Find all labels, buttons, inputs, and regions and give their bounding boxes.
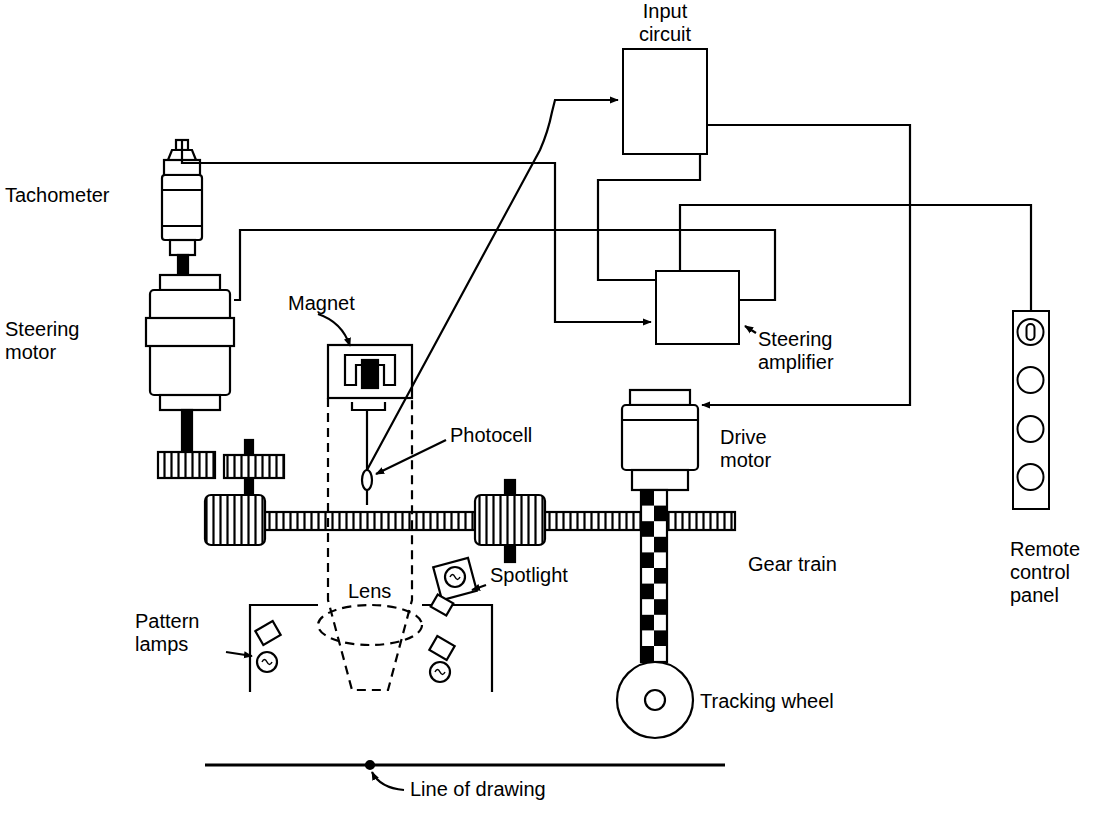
part-label: Line of drawing — [410, 778, 580, 801]
steering-motor-drawing — [224, 455, 284, 478]
steering-motor-drawing — [146, 275, 284, 500]
drive-motor-drawing — [641, 646, 654, 662]
tachometer-drawing — [162, 225, 202, 227]
lamp-drawing — [435, 670, 445, 675]
drive-motor-drawing — [617, 662, 693, 738]
part-label: Lens — [348, 580, 408, 603]
optical-head-drawing — [318, 605, 422, 645]
machine-illustration — [146, 100, 910, 790]
drive-motor-drawing — [641, 490, 667, 662]
signal-wire — [598, 155, 700, 280]
lamp-drawing — [257, 652, 277, 672]
drive-motor-drawing — [641, 490, 667, 662]
drive-motor-drawing — [654, 506, 667, 522]
panel-button — [1027, 324, 1035, 340]
drive-motor-drawing — [632, 470, 688, 490]
panel-buttons — [1014, 312, 1047, 507]
tachometer-drawing — [162, 189, 202, 191]
leader-line — [226, 314, 756, 790]
steering-motor-drawing — [160, 395, 220, 410]
steering-motor-drawing — [160, 275, 220, 290]
optical-head-drawing — [328, 398, 412, 690]
part-label: Gear train — [748, 553, 868, 576]
drive-motor-drawing — [654, 537, 667, 553]
circuit-box: Steering amplifier — [655, 270, 740, 345]
gear-train-drawing — [205, 495, 265, 545]
drive-motor-drawing — [630, 390, 690, 405]
part-label: Steering motor — [5, 318, 105, 364]
part-label: Pattern lamps — [135, 610, 225, 656]
steering-motor-drawing — [146, 318, 234, 346]
wire — [367, 100, 618, 470]
lamp-drawing — [422, 605, 492, 692]
lamp-drawing — [250, 605, 318, 692]
gear-train-drawing — [475, 495, 545, 545]
lamp-drawing — [445, 567, 465, 587]
lamp-drawing — [450, 575, 460, 580]
drive-motor-drawing — [622, 419, 698, 421]
optical-head-drawing — [362, 360, 378, 388]
steering-motor-drawing — [182, 410, 192, 452]
drive-motor-drawing — [654, 599, 667, 615]
optical-head-drawing — [328, 345, 412, 398]
panel-button — [1018, 416, 1044, 442]
steering-motor-drawing — [158, 452, 215, 478]
part-label: Tracking wheel — [700, 690, 860, 713]
lamp-drawing — [430, 662, 450, 682]
drive-motor-drawing — [641, 490, 654, 506]
leader-line — [372, 772, 404, 790]
wire — [182, 100, 910, 470]
panel-button — [1018, 319, 1044, 345]
lamp-drawing — [431, 594, 454, 615]
leader-line — [745, 326, 756, 333]
drive-motor-drawing — [654, 630, 667, 646]
drive-motor-drawing — [622, 405, 698, 470]
drive-motor-drawing — [645, 690, 665, 710]
leader-line — [226, 652, 252, 656]
leader-line — [472, 585, 486, 590]
drive-motor-drawing — [641, 615, 654, 631]
tachometer-drawing — [178, 255, 188, 275]
drive-motor-drawing — [641, 584, 654, 600]
circuit-box: Input circuit — [622, 48, 708, 155]
drawing-line — [366, 761, 374, 769]
part-label: Magnet — [288, 292, 378, 315]
tachometer-drawing — [170, 240, 195, 255]
leader-line — [376, 440, 446, 474]
drawing-line — [205, 764, 725, 767]
part-label: Photocell — [450, 424, 560, 447]
part-label: Drive motor — [720, 426, 800, 472]
lamp-drawing — [255, 621, 280, 645]
part-label: Tachometer — [5, 184, 145, 207]
drive-motor-drawing — [617, 390, 698, 738]
lamp-drawing — [429, 636, 454, 660]
wire — [702, 125, 910, 405]
node-label: Remote control panel — [1010, 538, 1092, 607]
gear-train-drawing — [265, 512, 475, 530]
lamp-drawing — [262, 660, 272, 665]
tachometer-drawing — [162, 175, 202, 240]
part-label: Spotlight — [490, 564, 590, 587]
lamp-drawing — [250, 558, 492, 692]
drive-motor-drawing — [641, 521, 654, 537]
optical-head-drawing — [352, 402, 385, 410]
node-label: Input circuit — [617, 0, 713, 46]
node-label: Steering amplifier — [758, 328, 870, 374]
drive-motor-drawing — [654, 568, 667, 584]
leader-line — [318, 314, 350, 346]
drive-motor-drawing — [641, 552, 654, 568]
panel-button — [1018, 464, 1044, 490]
optical-head-drawing — [362, 470, 372, 490]
drawing-line — [205, 761, 725, 769]
control-panel: Remote control panel — [1012, 310, 1050, 510]
panel-button — [1018, 367, 1044, 393]
lamp-drawing — [433, 558, 477, 600]
